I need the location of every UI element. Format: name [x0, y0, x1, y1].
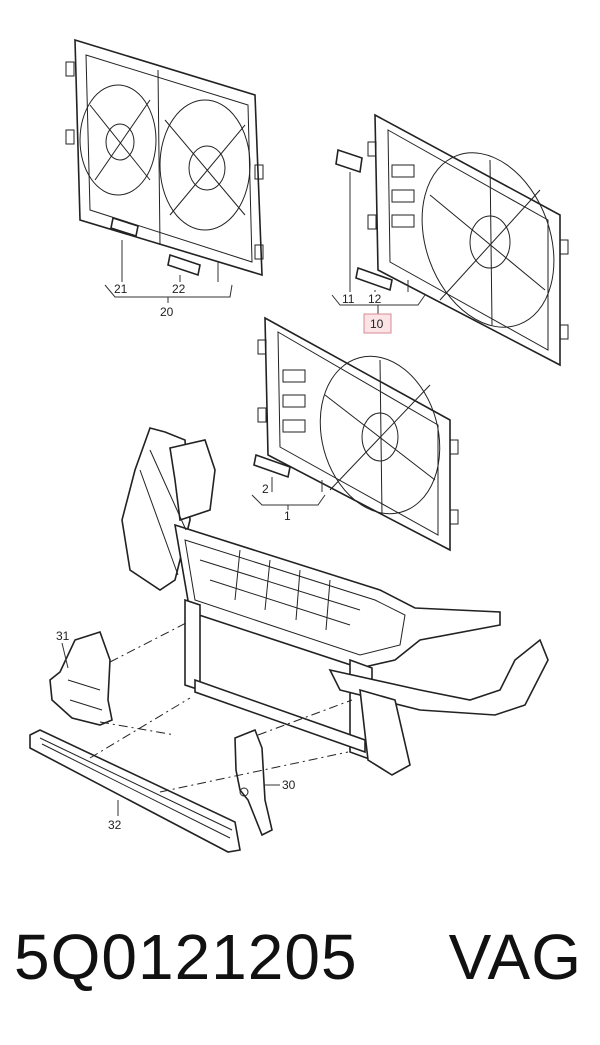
double-fan-shroud — [65, 38, 264, 277]
callout-20: 20 — [160, 305, 174, 319]
callout-10-highlight — [363, 313, 392, 334]
callout-1: 1 — [284, 509, 291, 523]
air-guide-32: 32 — [29, 697, 349, 853]
callout-31: 31 — [56, 629, 70, 643]
callout-20-group: 21 22 20 — [104, 240, 233, 319]
callout-12: 12 — [368, 292, 382, 306]
brand-name: VAG — [448, 921, 582, 993]
callout-22: 22 — [172, 282, 186, 296]
label-2-sticker — [253, 453, 291, 479]
callout-2: 2 — [262, 482, 269, 496]
label-11-sticker — [335, 148, 363, 174]
callout-10: 10 — [370, 317, 384, 331]
label-21-sticker — [110, 216, 139, 238]
label-12-sticker — [355, 266, 393, 292]
callout-21: 21 — [114, 282, 128, 296]
fan-shroud-1 — [257, 316, 459, 552]
label-22-sticker — [167, 253, 201, 277]
lock-carrier — [121, 427, 549, 776]
callout-10-group: 11 12 10 — [331, 172, 426, 334]
exploded-parts-diagram: 21 22 20 11 12 10 — [29, 38, 569, 853]
callout-1-group: 2 1 — [251, 477, 326, 523]
callout-32: 32 — [108, 818, 122, 832]
air-guide-31: 31 — [49, 621, 189, 736]
part-number: 5Q0121205 — [14, 921, 358, 993]
callout-11: 11 — [342, 292, 355, 306]
air-guide-30: 30 — [234, 699, 353, 837]
fan-shroud-10 — [367, 113, 569, 367]
callout-30: 30 — [282, 778, 296, 792]
